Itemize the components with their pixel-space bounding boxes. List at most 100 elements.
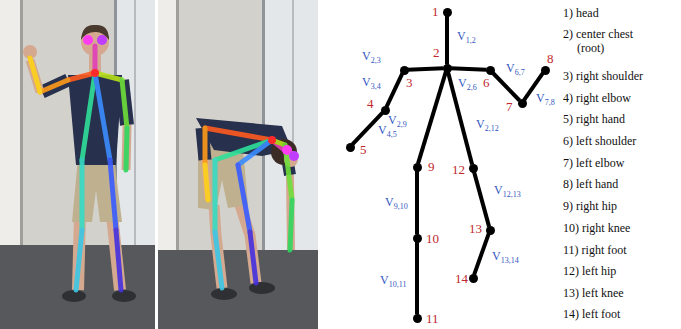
joint-number: 11 <box>426 312 439 326</box>
door-frame <box>158 0 176 255</box>
joint-dot: 2 <box>443 64 452 73</box>
bone-line <box>474 171 489 226</box>
joint-legend-item: 8) left hand <box>563 177 653 191</box>
bone-vector-label: V2,3 <box>362 50 381 67</box>
pose-bone <box>116 230 121 290</box>
bone-line <box>387 73 403 107</box>
joint-dot: 1 <box>443 8 452 17</box>
bone-vector-label: V2,9 <box>388 114 407 131</box>
pose-eye <box>289 151 299 161</box>
bone-vector-label: V6,7 <box>506 62 525 79</box>
pose-bone <box>68 73 95 80</box>
bone-line <box>445 16 449 65</box>
joint-dot: 6 <box>486 66 495 75</box>
joint-number: 1 <box>432 5 439 19</box>
pose-bone <box>95 73 110 160</box>
joint-number: 7 <box>506 100 513 114</box>
joint-number: 9 <box>428 160 435 174</box>
pose-bone <box>238 165 250 232</box>
joint-legend-item: 10) right knee <box>563 221 653 235</box>
joint-legend-item: 13) left knee <box>563 286 653 300</box>
pose-bone <box>290 200 292 250</box>
pose-bone <box>213 160 218 232</box>
joint-dot: 14 <box>469 274 478 283</box>
carpet <box>158 250 318 329</box>
pose-bone <box>80 160 85 230</box>
shoe <box>249 282 275 294</box>
joint-legend-item: 7) left elbow <box>563 156 653 170</box>
bone-line <box>450 68 486 70</box>
forearm <box>205 160 208 200</box>
bone-vector-label: V1,2 <box>457 30 476 47</box>
joint-legend-item: 11) right foot <box>563 243 653 257</box>
photo-wall <box>158 0 318 329</box>
shoe <box>211 288 237 300</box>
joint-legend-item: 1) head <box>563 6 653 20</box>
joint-legend-item: 3) right shoulder <box>563 69 653 83</box>
joint-number: 3 <box>406 76 413 90</box>
pose-joint <box>91 69 99 77</box>
joint-dot: 7 <box>518 99 527 108</box>
joint-legend-item: 9) right hip <box>563 199 653 213</box>
joint-dot: 3 <box>400 66 409 75</box>
pose-bone <box>215 232 222 288</box>
bone-line <box>418 71 446 163</box>
pose-bone <box>203 128 208 165</box>
joint-legend-item: 2) center chest (root) <box>563 27 653 55</box>
bone-vector-label: V12,13 <box>494 184 521 201</box>
pose-bone <box>95 73 122 80</box>
joint-dot: 10 <box>413 234 422 243</box>
joint-dot: 12 <box>469 164 478 173</box>
door-edge <box>176 0 179 255</box>
bone-vector-label: V9,10 <box>385 196 408 213</box>
pose-bone <box>110 160 116 230</box>
forearm <box>126 125 127 170</box>
bone-vector-label: V2,6 <box>458 77 477 94</box>
joint-number: 2 <box>433 46 440 60</box>
joint-dot: 11 <box>413 314 422 323</box>
bone-vector-label: V10,11 <box>380 274 406 291</box>
joint-number: 5 <box>360 143 367 157</box>
pose-eye <box>97 35 107 45</box>
door-frame <box>0 0 20 250</box>
joint-number: 14 <box>455 272 468 286</box>
joint-number: 8 <box>547 52 554 66</box>
pose-overlay <box>205 128 292 288</box>
shoe <box>62 290 86 302</box>
joint-legend-item: 6) left shoulder <box>563 134 653 148</box>
joint-number: 13 <box>469 222 482 236</box>
pose-overlay <box>30 46 127 290</box>
pose-bone <box>205 128 272 140</box>
shoe <box>112 290 136 302</box>
joint-legend-item: 12) left hip <box>563 264 653 278</box>
pose-bone <box>40 80 68 92</box>
bone-line <box>415 242 419 315</box>
pose-bone <box>82 73 95 160</box>
bone-vector-label: V13,14 <box>492 250 519 267</box>
pose-bone <box>126 128 127 170</box>
door-edge <box>20 0 23 250</box>
joint-legend-item: 5) right hand <box>563 112 653 126</box>
bone-vector-label: V3,4 <box>362 76 381 93</box>
joint-number: 12 <box>452 163 465 177</box>
pose-bone <box>215 140 272 160</box>
joint-dot: 9 <box>413 163 422 172</box>
joint-dot: 8 <box>541 66 550 75</box>
joint-number: 4 <box>367 97 374 111</box>
joint-legend-item: 14) left foot <box>563 307 653 321</box>
pose-bone <box>250 232 256 283</box>
joint-dot: 13 <box>486 226 495 235</box>
photo-wall <box>0 0 155 329</box>
pose-bone <box>76 230 82 290</box>
joint-legend-item: 4) right elbow <box>563 91 653 105</box>
pose-bone <box>30 58 40 92</box>
joint-number: 6 <box>483 76 490 90</box>
bone-line <box>474 233 489 274</box>
pose-bone <box>122 80 127 128</box>
pose-joint <box>268 136 276 144</box>
pose-bone <box>205 165 208 200</box>
joint-number: 10 <box>426 232 439 246</box>
pose-bone <box>93 46 98 73</box>
pose-eye <box>83 35 93 45</box>
